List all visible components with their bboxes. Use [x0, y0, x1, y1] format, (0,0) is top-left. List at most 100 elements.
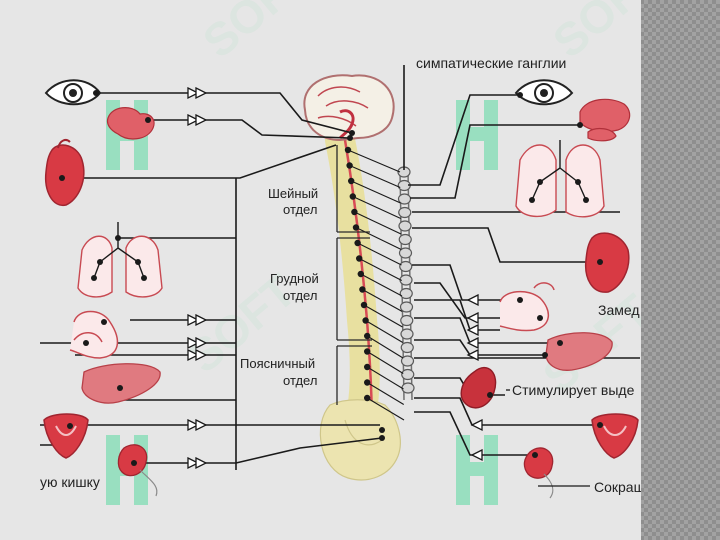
right-stomach-icon	[499, 282, 555, 332]
cervical-label-line1: Шейный	[268, 186, 318, 201]
left-nerves	[40, 92, 383, 470]
root-connector	[362, 289, 403, 312]
ganglion	[399, 301, 414, 313]
nerve-endpoint	[597, 422, 603, 428]
stimulates-label: Стимулирует выде	[512, 382, 635, 398]
left-stomach-icon	[69, 310, 119, 359]
thoracic-label-line1: Грудной	[270, 271, 319, 286]
nerve-root	[346, 162, 353, 169]
pattern-strip	[641, 0, 720, 540]
watermark-logo	[456, 100, 498, 170]
right-bladder-icon	[591, 413, 639, 459]
ganglion	[398, 220, 412, 232]
nerve-endpoint	[537, 179, 543, 185]
nerve-endpoint	[542, 352, 548, 358]
ganglia-label: симпатические ганглии	[416, 55, 566, 71]
root-connector	[347, 149, 401, 173]
nerve-endpoint	[517, 92, 523, 98]
ganglion	[401, 368, 415, 381]
nerve-endpoint	[91, 275, 97, 281]
nerve-endpoint	[83, 340, 89, 346]
root-connector	[365, 320, 404, 343]
right-kidney-icon	[460, 366, 497, 409]
nerve-endpoint	[135, 259, 141, 265]
ganglion	[398, 247, 413, 259]
spinal-nerve-roots	[344, 146, 405, 421]
nerve-endpoints	[59, 90, 603, 466]
spinal-column	[319, 125, 401, 481]
nerve-endpoint	[597, 259, 603, 265]
root-connector	[363, 304, 403, 328]
ganglion	[400, 355, 415, 367]
nerve-endpoint	[145, 117, 151, 123]
root-connector	[366, 351, 404, 374]
root-connector	[354, 211, 402, 235]
root-connector	[360, 273, 403, 297]
slows-label: Замед	[598, 302, 640, 318]
watermark-text: SOFT	[193, 0, 320, 68]
root-connector	[366, 382, 405, 405]
root-connector	[352, 196, 401, 219]
section-braces	[336, 145, 372, 405]
cervical-label-line2: отдел	[283, 202, 317, 217]
ganglion	[400, 341, 414, 354]
nerve-endpoint	[583, 197, 589, 203]
nerve-endpoint	[67, 423, 73, 429]
lumbar-label-line1: Поясничный	[240, 356, 315, 371]
nerve-endpoint	[347, 135, 353, 141]
right-intestine-icon	[523, 447, 554, 499]
ganglion	[398, 206, 412, 219]
nerve-endpoint	[517, 297, 523, 303]
nerve-endpoint	[349, 130, 355, 136]
nerve-root	[354, 239, 361, 247]
nerve-endpoint	[93, 90, 99, 96]
root-connector	[357, 242, 402, 266]
ganglia-chain	[397, 166, 415, 394]
left-liver-icon	[81, 363, 161, 404]
left-arrowheads	[187, 86, 208, 470]
brain	[303, 74, 395, 142]
root-connector	[355, 227, 402, 250]
left-salivary-gland-icon	[106, 107, 155, 140]
ganglion	[397, 193, 412, 205]
left-bladder-icon	[43, 413, 89, 459]
right-arrowheads	[466, 293, 483, 462]
right-salivary-gland-icon	[579, 98, 631, 142]
ganglion	[400, 328, 414, 340]
nerve-endpoint	[101, 319, 107, 325]
root-connector	[366, 397, 405, 421]
label-leaders	[506, 389, 590, 487]
nerve-endpoint	[575, 179, 581, 185]
nerve-endpoint	[487, 392, 493, 398]
root-connector	[349, 164, 401, 189]
nerve-endpoint	[97, 259, 103, 265]
intestine-label: ую кишку	[40, 474, 100, 490]
right-lungs-icon	[515, 140, 605, 218]
nerve-root	[351, 208, 358, 216]
nerve-endpoint	[537, 315, 543, 321]
nerve-endpoint	[379, 427, 385, 433]
nerve-endpoint	[532, 452, 538, 458]
root-connector	[350, 180, 401, 204]
root-connector	[358, 258, 403, 281]
nerve-endpoint	[529, 197, 535, 203]
ganglion	[399, 287, 413, 300]
right-eye-icon	[514, 79, 574, 106]
ganglion	[399, 260, 413, 273]
contracts-label: Сокраш	[594, 479, 645, 495]
lumbar-label-line2: отдел	[283, 373, 317, 388]
nerve-endpoint	[59, 175, 65, 181]
ganglion	[401, 382, 415, 394]
root-connector	[366, 335, 404, 359]
left-lungs-icon	[77, 222, 163, 298]
nerve-root	[359, 286, 366, 293]
left-heart-icon	[44, 139, 85, 206]
watermark-logo	[456, 435, 498, 505]
ganglion	[398, 233, 412, 246]
nerve-endpoint	[141, 275, 147, 281]
nerve-endpoint	[115, 235, 121, 241]
nerve-root	[362, 317, 369, 324]
root-connector	[366, 366, 404, 390]
right-heart-icon	[584, 232, 630, 293]
